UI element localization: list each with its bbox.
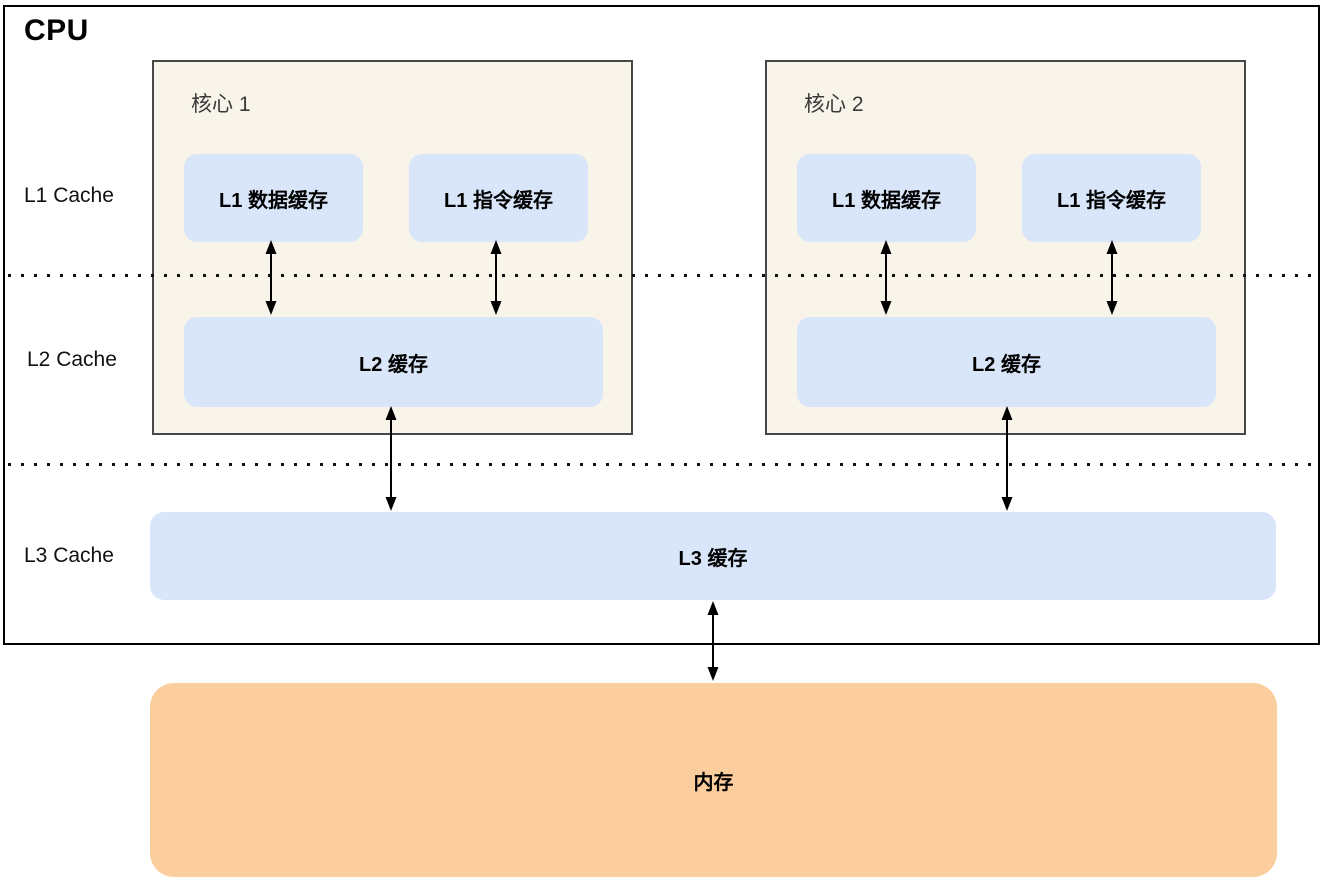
- memory-block: 内存: [150, 683, 1277, 877]
- dotted-separator-l1-l2: [8, 274, 1318, 277]
- core-2-l1-instruction-cache-label: L1 指令缓存: [1057, 189, 1166, 212]
- core-1-l2-cache-label: L2 缓存: [359, 353, 428, 376]
- row-label-l2-cache: L2 Cache: [27, 348, 117, 371]
- core-2-box: 核心 2 L1 数据缓存 L1 指令缓存 L2 缓存: [765, 60, 1246, 435]
- core-2-title: 核心 2: [804, 93, 864, 116]
- core-2-l1-data-cache: L1 数据缓存: [797, 154, 976, 242]
- core-1-l2-cache: L2 缓存: [184, 317, 603, 407]
- core-1-l1-instruction-cache-label: L1 指令缓存: [444, 189, 553, 212]
- core-2-l2-cache: L2 缓存: [797, 317, 1216, 407]
- memory-label: 内存: [693, 771, 734, 794]
- core-2-l2-cache-label: L2 缓存: [972, 353, 1041, 376]
- cpu-title: CPU: [24, 14, 89, 47]
- core-1-l1-instruction-cache: L1 指令缓存: [409, 154, 588, 242]
- core-1-l1-data-cache-label: L1 数据缓存: [219, 189, 328, 212]
- core-2-l1-instruction-cache: L1 指令缓存: [1022, 154, 1201, 242]
- dotted-separator-l2-l3: [8, 463, 1318, 466]
- row-label-l1-cache: L1 Cache: [24, 184, 114, 207]
- l3-cache-block: L3 缓存: [150, 512, 1276, 600]
- core-1-title: 核心 1: [191, 93, 251, 116]
- core-2-l1-data-cache-label: L1 数据缓存: [832, 189, 941, 212]
- l3-cache-label: L3 缓存: [678, 547, 748, 570]
- core-1-box: 核心 1 L1 数据缓存 L1 指令缓存 L2 缓存: [152, 60, 633, 435]
- core-1-l1-data-cache: L1 数据缓存: [184, 154, 363, 242]
- row-label-l3-cache: L3 Cache: [24, 544, 114, 567]
